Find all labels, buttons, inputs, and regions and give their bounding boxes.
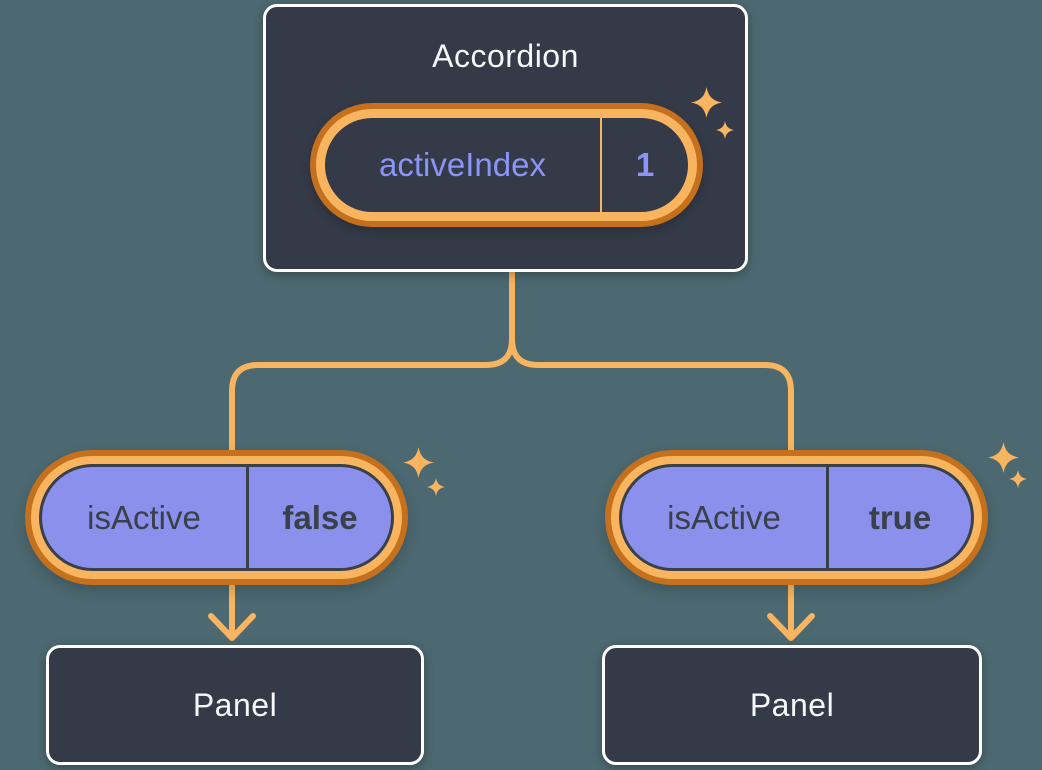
arrow-right: [767, 575, 815, 641]
sparkle-icon: [427, 478, 445, 496]
panel-title: Panel: [749, 687, 835, 723]
pill-divider: [600, 118, 602, 212]
pill-divider: [826, 467, 829, 568]
state-pill-activeindex: activeIndex 1: [316, 109, 697, 221]
panel-card-right: Panel: [602, 645, 982, 765]
panel-card-left: Panel: [46, 645, 424, 765]
pill-divider: [246, 467, 249, 568]
sparkle-icon: [1009, 470, 1027, 488]
sparkle-icon: [691, 87, 722, 118]
prop-value-label: false: [282, 498, 358, 536]
sparkle-icon: [403, 447, 434, 478]
accordion-title: Accordion: [432, 38, 579, 74]
prop-pill-right: isActive true: [619, 464, 974, 571]
prop-pill-left: isActive false: [39, 464, 394, 571]
sparkle-icon: [988, 442, 1019, 473]
panel-title: Panel: [192, 687, 278, 723]
prop-name-label: isActive: [87, 498, 201, 536]
prop-name-label: isActive: [667, 498, 781, 536]
state-value-label: 1: [635, 146, 655, 183]
prop-value-label: true: [868, 498, 932, 536]
sparkle-icon: [716, 121, 734, 139]
state-name-label: activeIndex: [379, 146, 546, 183]
arrow-left: [208, 575, 256, 641]
